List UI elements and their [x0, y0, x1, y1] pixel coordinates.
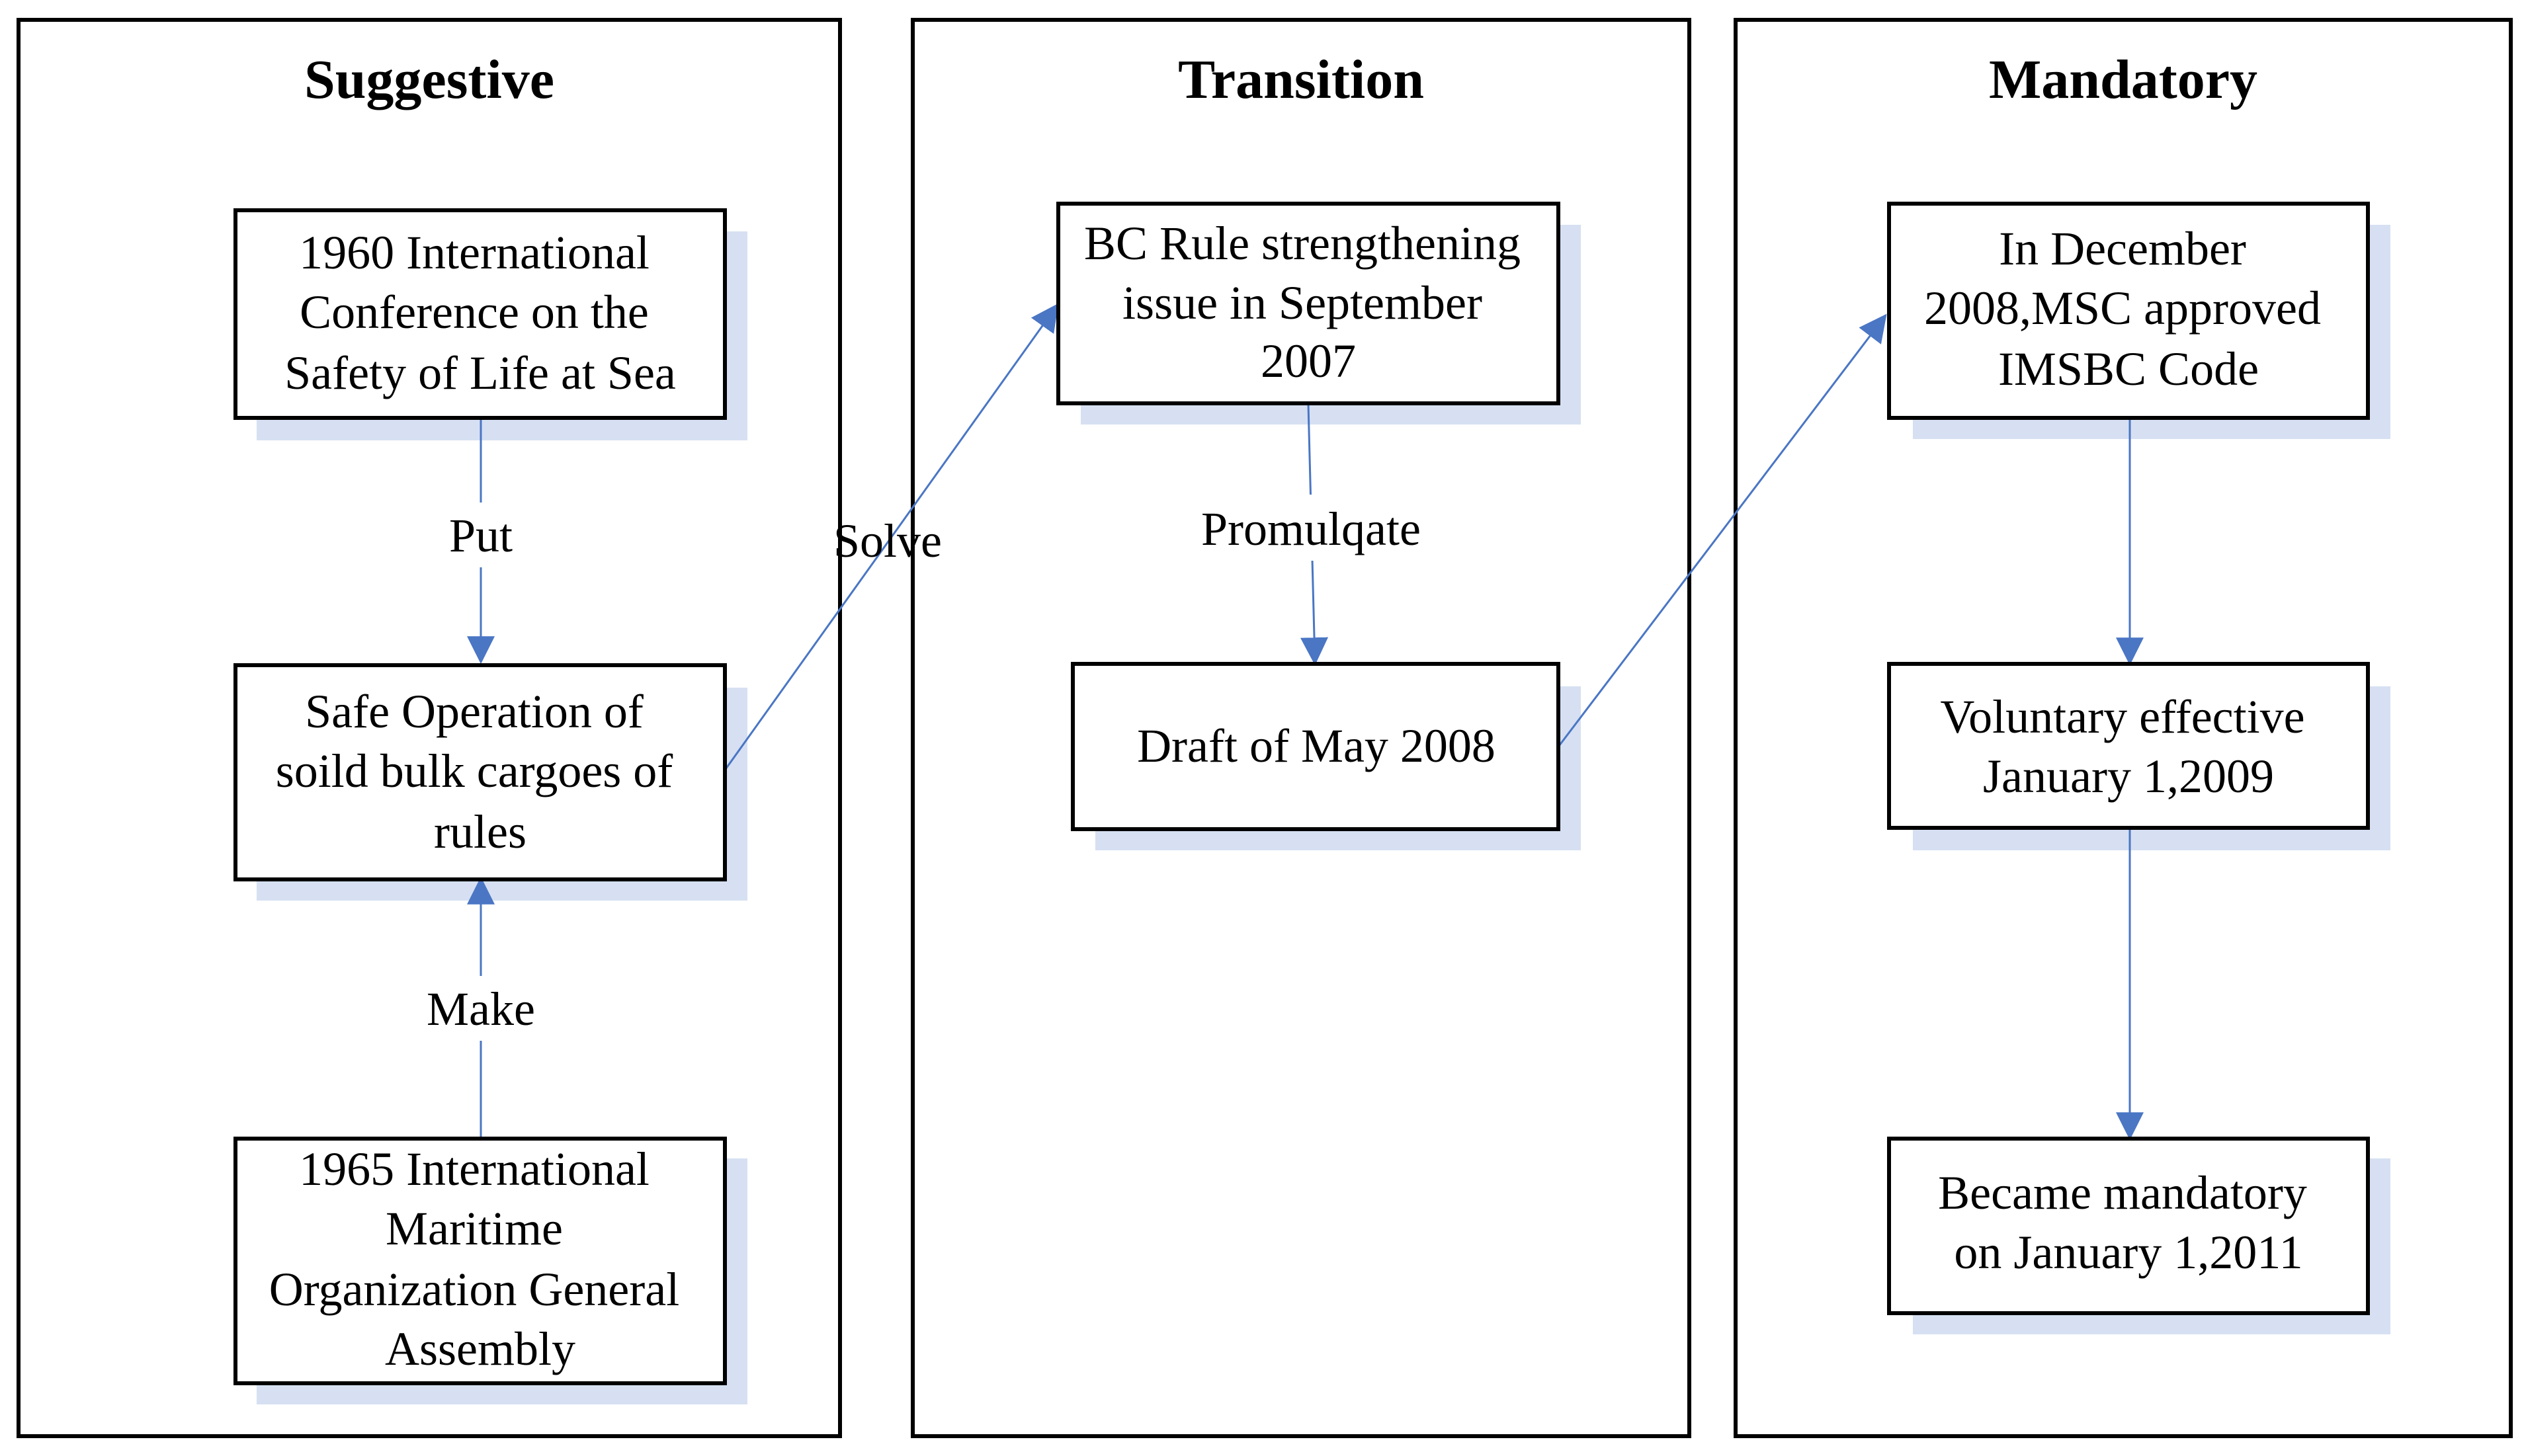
- box-line: January 1,2009: [1983, 750, 2274, 803]
- svg-text:1965 International Marit: 1965 International Maritime Organization…: [269, 1143, 691, 1375]
- box-line: 2007: [1261, 335, 1356, 387]
- box-line: Became mandatory: [1938, 1166, 2307, 1219]
- svg-text:1960 International Confe: 1960 International Conference on the Saf…: [284, 226, 676, 399]
- svg-text:In December 2008,MSC app: In December 2008,MSC approved IMSBC Code: [1924, 222, 2333, 395]
- column-title-transition: Transition: [1178, 49, 1424, 110]
- box-line: Safety of Life at Sea: [284, 346, 676, 399]
- box-line: IMSBC Code: [1998, 343, 2259, 395]
- column-title-mandatory: Mandatory: [1989, 49, 2257, 110]
- edge-label-put: Put: [449, 509, 513, 562]
- box-line: on January 1,2011: [1954, 1226, 2302, 1279]
- box-line: Organization General: [269, 1263, 679, 1316]
- box-line: soild bulk cargoes of: [276, 745, 673, 797]
- box-draft-2008: Draft of May 2008: [1071, 662, 1560, 831]
- edge-label-solve: Solve: [833, 514, 942, 567]
- box-voluntary-2009: Voluntary effective January 1,2009: [1887, 662, 2370, 830]
- box-line: 1965 International: [299, 1143, 650, 1195]
- box-1960-conference: 1960 International Conference on the Saf…: [233, 208, 727, 420]
- svg-text:Voluntary effective Janu: Voluntary effective January 1,2009: [1940, 690, 2316, 803]
- box-line: Safe Operation of: [305, 685, 644, 738]
- arrow-approve: [1556, 313, 1887, 749]
- svg-text:BC Rule strengthening is: BC Rule strengthening issue in September…: [1084, 217, 1533, 387]
- box-line: In December: [1999, 222, 2246, 275]
- svg-text:Safe Operation of soild: Safe Operation of soild bulk cargoes of …: [276, 685, 685, 858]
- box-1965-imo: 1965 International Maritime Organization…: [233, 1137, 727, 1385]
- box-line: 2008,MSC approved: [1924, 282, 2321, 335]
- box-line: rules: [434, 805, 526, 858]
- box-line: Maritime: [386, 1202, 563, 1255]
- box-line: Assembly: [385, 1322, 575, 1375]
- box-line: 1960 International: [299, 226, 650, 279]
- box-bc-rule: BC Rule strengthening issue in September…: [1056, 202, 1560, 405]
- edge-label-make: Make: [427, 983, 535, 1035]
- box-line: issue in September: [1122, 276, 1482, 329]
- box-safe-operation: Safe Operation of soild bulk cargoes of …: [233, 663, 727, 881]
- edge-label-promulgate: Promulqate: [1201, 503, 1421, 555]
- box-line: BC Rule strengthening: [1084, 217, 1521, 270]
- box-mandatory-2011: Became mandatory on January 1,2011: [1887, 1137, 2370, 1315]
- svg-text:Became mandatory on Janu: Became mandatory on January 1,2011: [1938, 1166, 2319, 1279]
- box-line: Voluntary effective: [1940, 690, 2304, 743]
- arrow-solve: [723, 303, 1059, 772]
- column-title-suggestive: Suggestive: [304, 49, 554, 110]
- box-msc-2008: In December 2008,MSC approved IMSBC Code: [1887, 202, 2370, 420]
- box-line: Conference on the: [300, 286, 649, 339]
- svg-text:Draft of May 2008: Draft of May 2008: [1137, 719, 1495, 772]
- box-line: Draft of May 2008: [1137, 719, 1495, 772]
